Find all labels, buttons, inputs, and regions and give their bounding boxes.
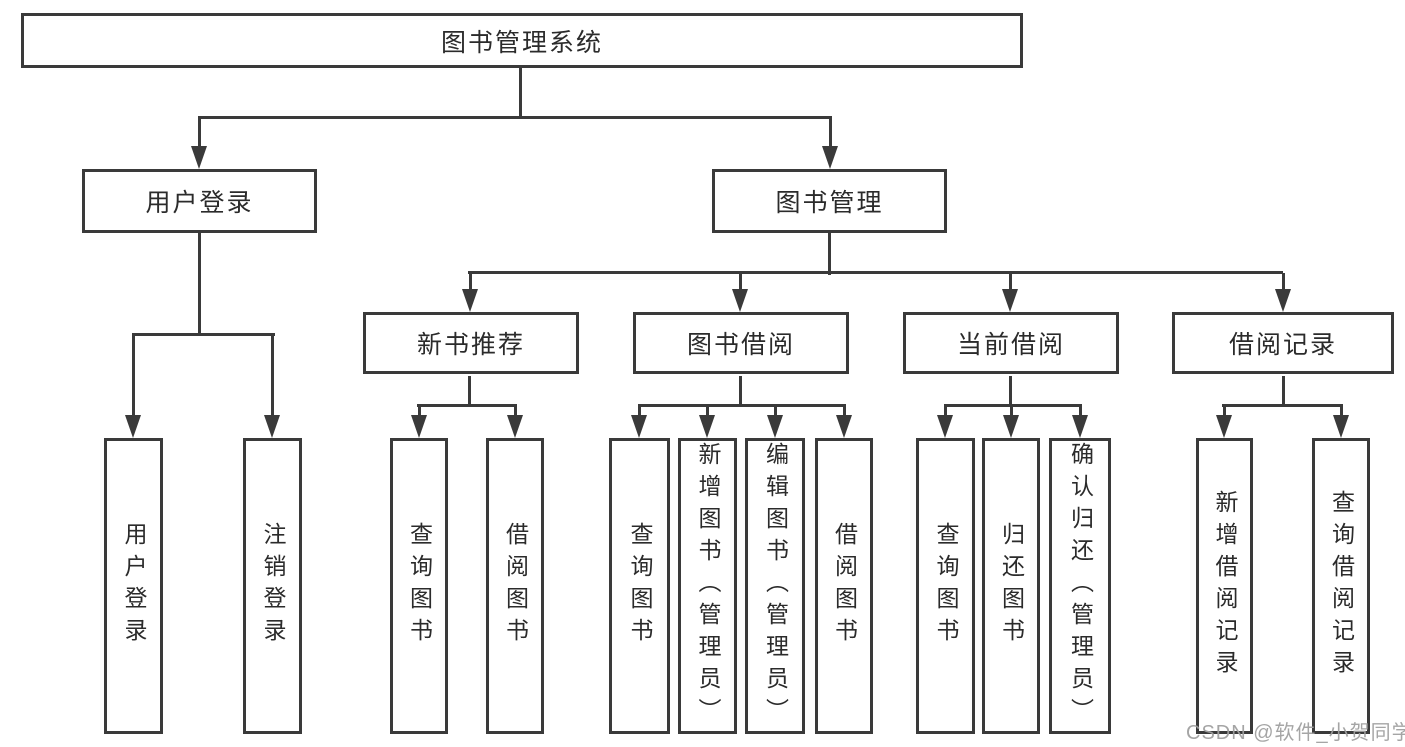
node-leaf-query-books-borrowing: 查询图书 — [609, 438, 670, 734]
arrow-shaft — [1079, 406, 1082, 420]
connector-line — [468, 271, 1283, 274]
arrowhead-down-icon — [767, 415, 783, 438]
arrowhead-down-icon — [822, 146, 838, 169]
arrow-shaft — [1282, 273, 1285, 294]
arrow-shaft — [944, 406, 947, 420]
arrowhead-down-icon — [191, 146, 207, 169]
arrow-shaft — [1009, 273, 1012, 294]
arrowhead-down-icon — [411, 415, 427, 438]
node-leaf-add-books-admin: 新增图书（管理员） — [678, 438, 737, 734]
arrowhead-down-icon — [1333, 415, 1349, 438]
arrowhead-down-icon — [125, 415, 141, 438]
connector-line — [739, 376, 742, 407]
connector-line — [468, 376, 471, 407]
node-leaf-query-books-recommend: 查询图书 — [390, 438, 448, 734]
arrow-shaft — [132, 335, 135, 420]
node-leaf-edit-books-admin: 编辑图书（管理员） — [745, 438, 805, 734]
arrow-shaft — [706, 406, 709, 420]
arrowhead-down-icon — [631, 415, 647, 438]
node-library-management-system: 图书管理系统 — [21, 13, 1023, 68]
node-leaf-user-login: 用户登录 — [104, 438, 163, 734]
node-leaf-add-borrow-record: 新增借阅记录 — [1196, 438, 1253, 734]
arrow-shaft — [271, 335, 274, 420]
arrow-shaft — [1340, 406, 1343, 420]
arrow-shaft — [418, 406, 421, 420]
node-leaf-return-books: 归还图书 — [982, 438, 1040, 734]
connector-line — [1282, 376, 1285, 407]
arrowhead-down-icon — [507, 415, 523, 438]
arrow-shaft — [198, 118, 201, 151]
csdn-watermark: CSDN @软件_小贺同学 — [1186, 722, 1405, 744]
arrowhead-down-icon — [462, 289, 478, 312]
arrowhead-down-icon — [1216, 415, 1232, 438]
connector-line — [132, 333, 275, 336]
node-borrowing-records: 借阅记录 — [1172, 312, 1394, 374]
node-leaf-query-books-current: 查询图书 — [916, 438, 975, 734]
connector-line — [828, 233, 831, 275]
connector-line — [1222, 404, 1343, 407]
arrow-shaft — [1223, 406, 1226, 420]
arrowhead-down-icon — [732, 289, 748, 312]
arrow-shaft — [843, 406, 846, 420]
node-leaf-borrow-books-recommend: 借阅图书 — [486, 438, 544, 734]
arrow-shaft — [638, 406, 641, 420]
node-book-management: 图书管理 — [712, 169, 947, 233]
connector-line — [198, 233, 201, 336]
node-current-borrowing: 当前借阅 — [903, 312, 1119, 374]
node-leaf-confirm-return-admin: 确认归还（管理员） — [1049, 438, 1111, 734]
connector-line — [1009, 376, 1012, 407]
node-new-book-recommendation: 新书推荐 — [363, 312, 579, 374]
arrow-shaft — [739, 273, 742, 294]
arrowhead-down-icon — [699, 415, 715, 438]
arrowhead-down-icon — [1002, 289, 1018, 312]
arrow-shaft — [1010, 406, 1013, 420]
arrowhead-down-icon — [937, 415, 953, 438]
connector-line — [944, 404, 1082, 407]
connector-line — [519, 67, 522, 118]
node-user-login: 用户登录 — [82, 169, 317, 233]
connector-line — [198, 116, 832, 119]
node-book-borrowing: 图书借阅 — [633, 312, 849, 374]
arrow-shaft — [774, 406, 777, 420]
arrow-shaft — [514, 406, 517, 420]
node-leaf-query-borrow-record: 查询借阅记录 — [1312, 438, 1370, 734]
connector-line — [417, 404, 517, 407]
arrowhead-down-icon — [836, 415, 852, 438]
connector-line — [638, 404, 846, 407]
arrowhead-down-icon — [264, 415, 280, 438]
arrowhead-down-icon — [1003, 415, 1019, 438]
arrowhead-down-icon — [1072, 415, 1088, 438]
arrowhead-down-icon — [1275, 289, 1291, 312]
arrow-shaft — [469, 273, 472, 294]
arrow-shaft — [829, 118, 832, 151]
node-leaf-borrow-books: 借阅图书 — [815, 438, 873, 734]
node-leaf-logout: 注销登录 — [243, 438, 302, 734]
